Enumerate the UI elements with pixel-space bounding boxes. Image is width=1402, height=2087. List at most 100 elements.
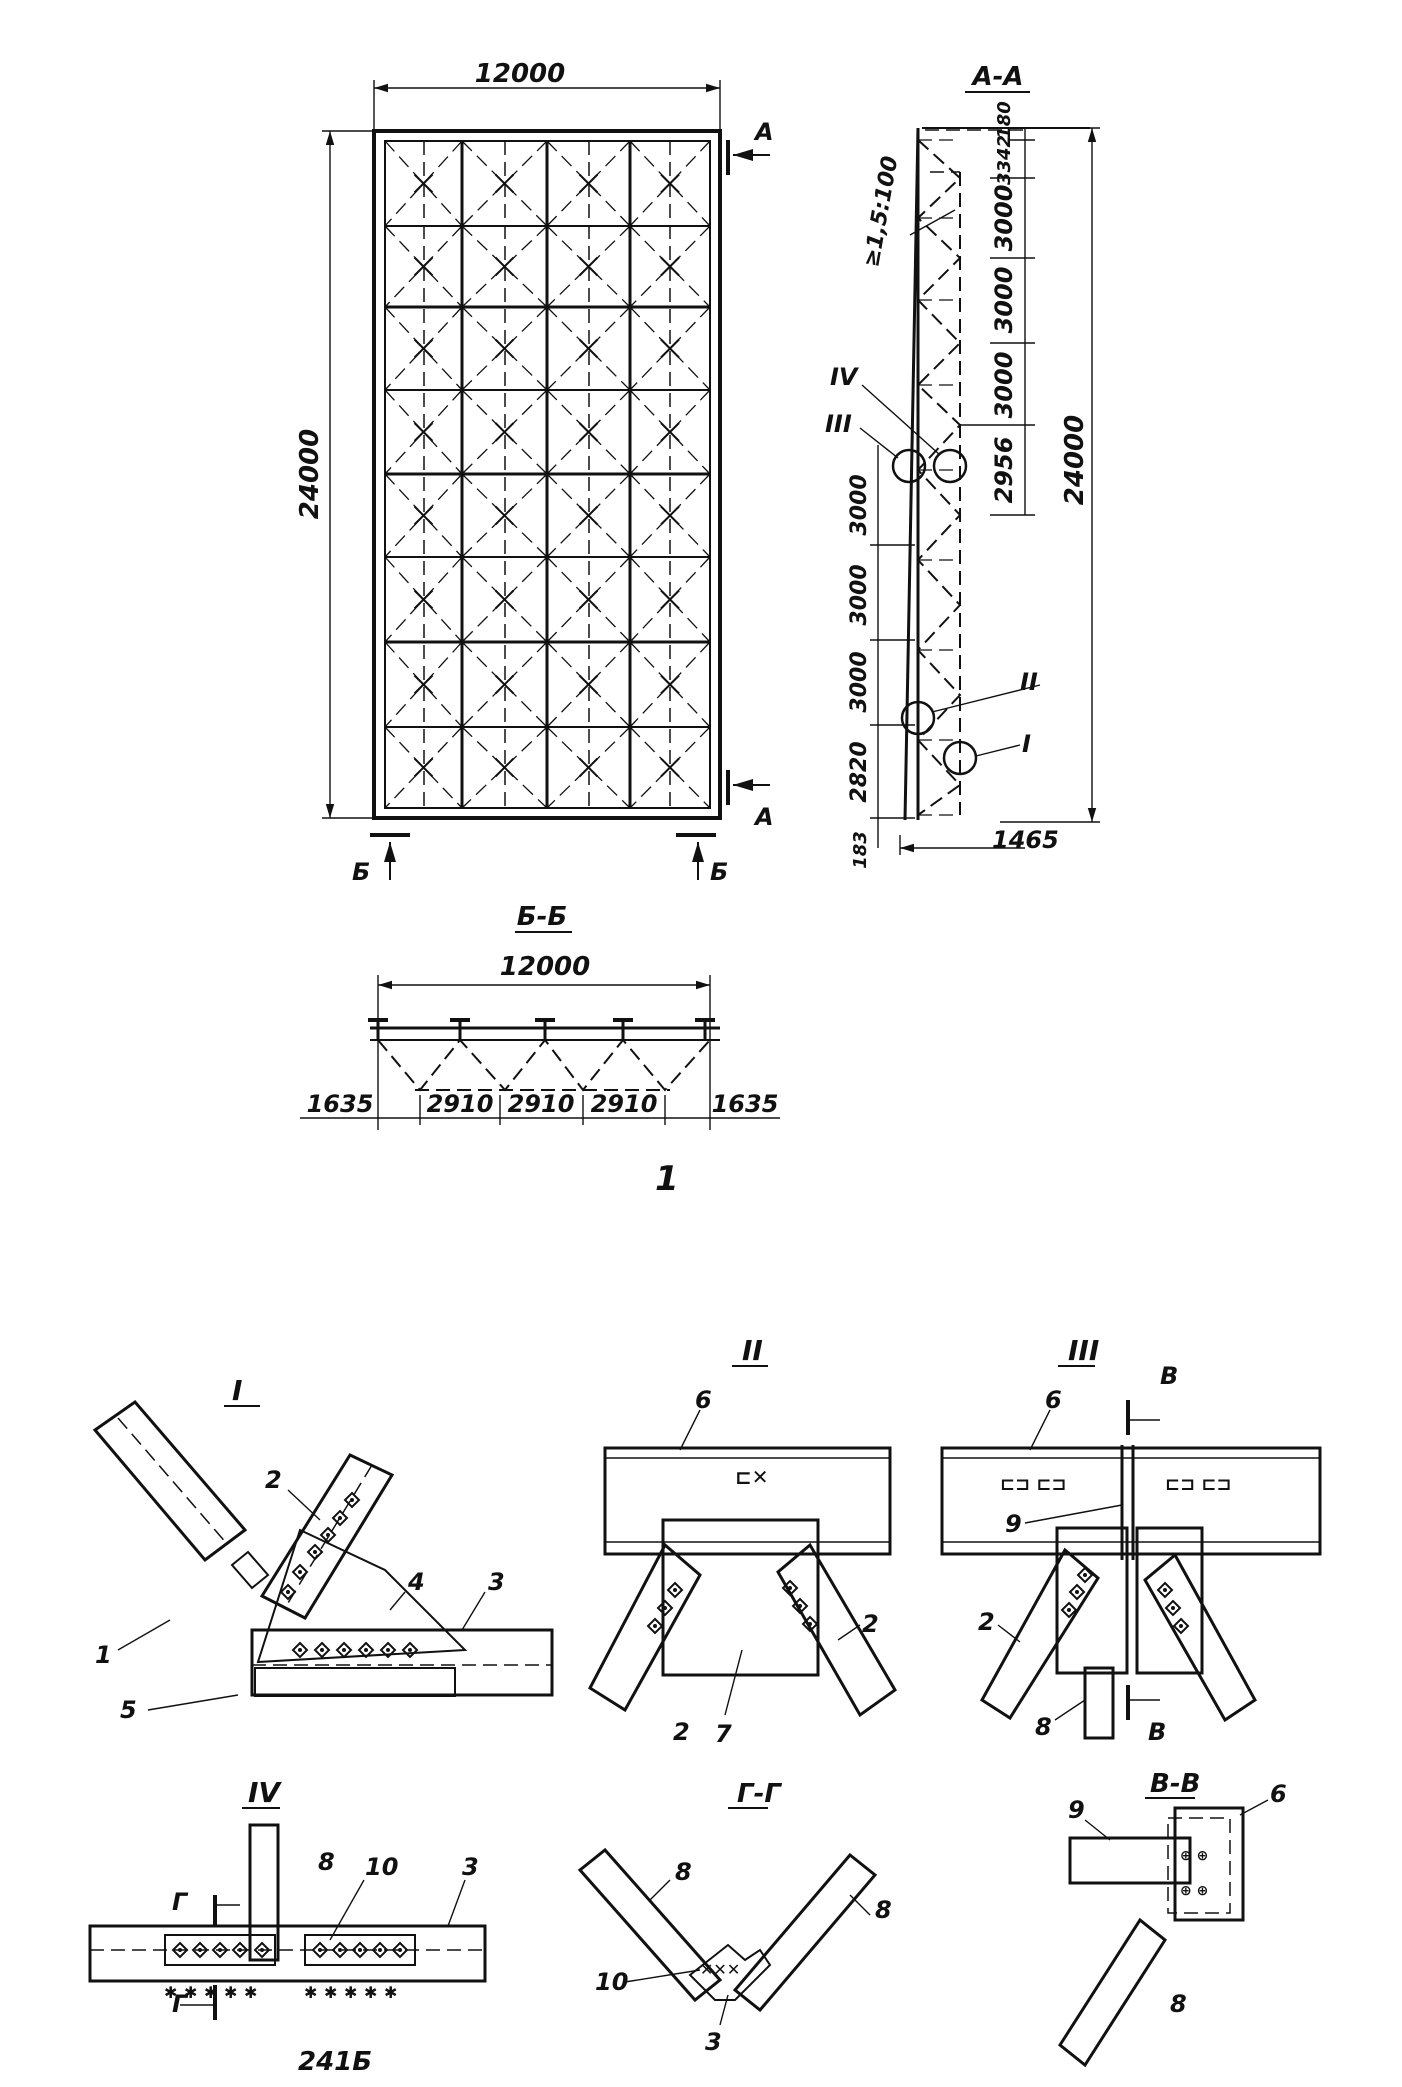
bolt-mark	[781, 1579, 799, 1597]
member-5	[230, 1550, 270, 1590]
cross-mark	[413, 757, 434, 778]
bolt-dot	[653, 1624, 657, 1628]
bracing-line	[546, 306, 631, 391]
dim-length: 24000	[295, 130, 374, 819]
section-bb: Б-Б 12000 1635 2910 2910 2910 1635 1	[300, 902, 780, 1199]
bracing-line	[629, 473, 711, 558]
cross-mark	[413, 589, 434, 610]
dim-bb-1635-left: 1635	[307, 1090, 374, 1118]
bolt-mark	[351, 1941, 369, 1959]
bolt-dot	[1179, 1624, 1183, 1628]
weld-mark: ✱	[164, 1983, 177, 2002]
purlins	[368, 1018, 715, 1040]
bracing-line	[384, 306, 463, 391]
detail-ii-title: II	[742, 1334, 763, 1367]
label-2-detail-iii: 2	[978, 1608, 995, 1636]
bolt-dot	[1163, 1588, 1167, 1592]
detail-node-iv: IV ✱✱✱✱✱✱✱✱✱✱ Г Г 8 10 3 241Б	[88, 1776, 487, 2077]
label-8-vv: 8	[1170, 1990, 1187, 2018]
bracing-line	[384, 389, 463, 475]
section-mark-a: A A	[726, 118, 774, 831]
bolt-dot	[1067, 1608, 1071, 1612]
bracing-line	[384, 556, 463, 643]
cross-mark	[660, 256, 680, 277]
bracing-line	[629, 473, 711, 558]
dim-aa-left-2820: 2820	[847, 741, 872, 802]
bracing-line	[546, 726, 631, 809]
bolt-mark	[311, 1941, 329, 1959]
bracing-line	[384, 140, 463, 227]
bolt-mark	[1164, 1599, 1182, 1617]
bolt-dot	[350, 1498, 354, 1502]
dim-aa-total: 24000	[1060, 415, 1090, 505]
bolt-mark	[171, 1941, 189, 1959]
section-mark-b: Б Б	[352, 833, 728, 886]
bracing-line	[629, 140, 711, 227]
cross-mark	[494, 422, 515, 442]
dim-aa-2956: 2956	[990, 437, 1018, 504]
cross-mark	[578, 505, 599, 526]
bolt-mark	[319, 1526, 337, 1544]
cross-mark	[413, 674, 434, 695]
label-node-iii: III	[825, 410, 852, 438]
member-6-ii	[603, 1446, 892, 1556]
cross-mark	[413, 505, 434, 526]
detail-node-iii: III ⊏⊐ ⊏⊐ ⊏⊐ ⊏⊐ В В 6 9 2 8	[940, 1334, 1322, 1746]
cross-mark	[413, 338, 434, 359]
bolt-dot	[398, 1948, 402, 1952]
dim-width: 12000	[373, 59, 721, 131]
bolt-dot	[298, 1570, 302, 1574]
bolt-mark	[331, 1509, 349, 1527]
section-mark-v-top: В	[1160, 1362, 1178, 1390]
cross-mark	[494, 256, 515, 277]
figure-number: 1	[655, 1159, 679, 1199]
bracing-line	[461, 225, 548, 308]
cross-mark	[413, 422, 434, 442]
bolt-dot	[318, 1948, 322, 1952]
bracing-line	[546, 306, 631, 391]
dim-aa-left-3000-c: 3000	[847, 651, 872, 712]
dim-aa-3000-b: 3000	[990, 267, 1018, 334]
svg-text:✕✕✕: ✕✕✕	[700, 1960, 740, 1979]
bolt-mark	[1156, 1581, 1174, 1599]
section-bb-title: Б-Б	[517, 902, 567, 932]
bracing-line	[384, 389, 463, 475]
dim-bb-2910-b: 2910	[508, 1090, 575, 1118]
bracing-line	[384, 641, 463, 728]
weld-mark: ✱	[364, 1983, 377, 2002]
bracing-line	[629, 140, 711, 227]
label-6-detail-iii: 6	[1045, 1386, 1062, 1414]
bolt-mark	[211, 1941, 229, 1959]
section-mark-g-bottom: Г	[172, 1990, 189, 2018]
bolt-dot	[326, 1533, 330, 1537]
label-node-ii: II	[1020, 668, 1038, 696]
member-6-iii	[940, 1446, 1322, 1556]
label-9-detail-iii: 9	[1005, 1510, 1022, 1538]
label-3-detail-i: 3	[488, 1568, 505, 1596]
corner-text: 241Б	[298, 2047, 372, 2077]
node-circle-iv	[932, 448, 968, 484]
dim-bb-total: 12000	[500, 952, 590, 982]
weld-mark: ✱	[224, 1983, 237, 2002]
bolt-dot	[408, 1648, 412, 1652]
bolt-mark	[335, 1641, 353, 1659]
label-8-detail-iii: 8	[1035, 1713, 1052, 1741]
section-aa: A-A 180 3342 3000 3000 3000 2956 24000 ≥…	[825, 62, 1100, 869]
bolt-mark	[801, 1615, 819, 1633]
svg-text:⊏✕: ⊏✕	[735, 1465, 769, 1489]
label-7-detail-ii: 7	[715, 1720, 732, 1748]
bolt-mark	[666, 1581, 684, 1599]
bolt-mark	[291, 1563, 309, 1581]
bolt-mark	[391, 1941, 409, 1959]
svg-text:⊏⊐ ⊏⊐: ⊏⊐ ⊏⊐	[1165, 1474, 1232, 1495]
bolt-dot	[1075, 1590, 1079, 1594]
bracing-line	[461, 225, 548, 308]
bracing-line	[629, 726, 711, 809]
bolt-dot	[338, 1516, 342, 1520]
cross-mark	[660, 338, 680, 359]
member-1	[92, 1399, 248, 1563]
bolt-dot	[663, 1606, 667, 1610]
label-2-detail-ii-left: 2	[673, 1718, 690, 1746]
dim-bb-2910-a: 2910	[427, 1090, 494, 1118]
bolt-mark	[1068, 1583, 1086, 1601]
